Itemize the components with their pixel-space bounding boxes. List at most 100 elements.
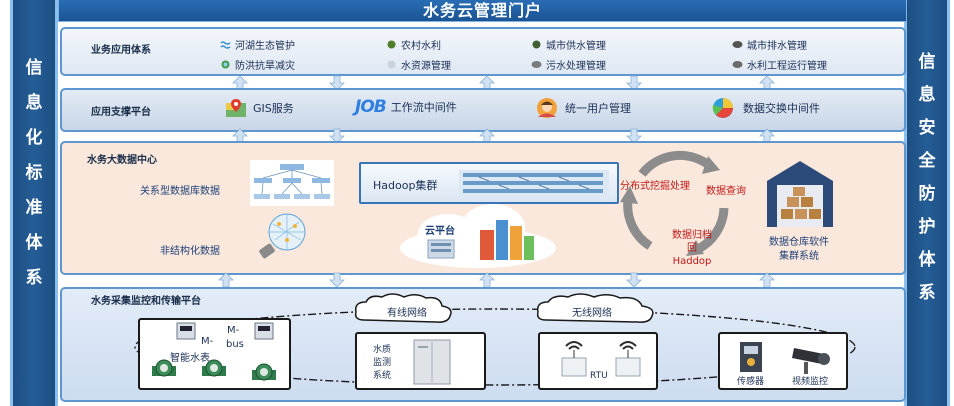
down-arrow-icon — [329, 75, 345, 91]
meter-gateway-icon — [176, 322, 196, 340]
business-item-label: 河湖生态管护 — [235, 41, 295, 52]
job-logo: JOB — [355, 97, 387, 117]
support-item-label: GIS服务 — [253, 102, 294, 115]
business-item[interactable]: 城市排水管理 — [732, 37, 807, 52]
up-arrow-icon — [479, 272, 495, 288]
smart-meter-label: 智能水表 — [170, 353, 210, 364]
river-icon — [220, 40, 231, 49]
pie-chart-icon — [712, 98, 733, 118]
right-char: 系 — [918, 283, 936, 303]
server-rack-icon — [459, 170, 609, 198]
business-item[interactable]: 河湖生态管护 — [220, 37, 295, 52]
warehouse-icon — [767, 161, 833, 227]
rtu-device-icon — [561, 341, 587, 377]
right-char: 护 — [918, 217, 936, 237]
business-item[interactable]: 防洪抗旱减灾 — [220, 57, 295, 72]
right-char: 体 — [918, 250, 936, 270]
left-char: 化 — [25, 128, 43, 148]
data-archive-label: 数据归档 回 Haddop — [670, 229, 714, 268]
map-pin-icon — [226, 99, 246, 117]
business-item[interactable]: 污水处理管理 — [531, 57, 606, 72]
mbus-label-a: M- — [201, 336, 214, 347]
warehouse-label: 数据仓库软件 集群系统 — [757, 236, 841, 264]
hadoop-cluster-box[interactable]: Hadoop集群 — [359, 162, 619, 204]
left-char: 系 — [25, 268, 43, 288]
cycle-arrows-graphic — [620, 150, 729, 256]
support-item-label: 工作流中间件 — [390, 101, 457, 114]
business-item-label: 水资源管理 — [401, 61, 451, 72]
down-arrow-icon — [626, 75, 642, 91]
mbus-label-c: bus — [226, 339, 244, 350]
business-item-label: 污水处理管理 — [546, 61, 606, 72]
cloud-platform-label: 云平台 — [425, 226, 455, 237]
down-arrow-icon — [626, 128, 642, 144]
business-item[interactable]: 水资源管理 — [386, 57, 451, 72]
user-avatar-icon — [537, 98, 557, 118]
business-item-label: 城市供水管理 — [546, 41, 606, 52]
down-arrow-icon — [329, 128, 345, 144]
support-item-user[interactable]: 统一用户管理 — [534, 97, 631, 119]
left-char: 信 — [25, 58, 43, 78]
down-arrow-icon — [329, 272, 345, 288]
water-meter-icon — [252, 363, 276, 381]
portal-title: 水务云管理门户 — [422, 1, 542, 20]
unstructured-data-label: 非结构化数据 — [160, 246, 220, 257]
wired-network-label: 有线网络 — [387, 308, 427, 319]
water-resource-icon — [386, 60, 397, 69]
sensor-label: 传感器 — [737, 377, 765, 387]
wireless-network-cloud — [536, 293, 654, 323]
right-char: 信 — [918, 52, 936, 72]
left-char: 息 — [25, 93, 43, 113]
left-char: 标 — [25, 163, 43, 183]
city-water-icon — [531, 40, 542, 49]
farm-icon — [386, 40, 397, 49]
business-item[interactable]: 农村水利 — [386, 37, 441, 52]
business-item-label: 防洪抗旱减灾 — [235, 61, 295, 72]
camera-icon — [792, 348, 830, 374]
water-quality-line: 监测 — [373, 358, 392, 368]
water-quality-line: 系统 — [373, 371, 392, 381]
business-item-label: 城市排水管理 — [747, 41, 807, 52]
portal-title-bar[interactable]: 水务云管理门户 — [58, 0, 907, 22]
rtu-label: RTU — [590, 371, 608, 381]
right-char: 安 — [918, 118, 936, 138]
business-layer-panel — [60, 27, 906, 76]
business-item[interactable]: 水利工程运行管理 — [732, 57, 827, 72]
support-item-workflow[interactable]: JOB 工作流中间件 — [355, 97, 457, 117]
engineering-icon — [732, 60, 743, 69]
business-item[interactable]: 城市供水管理 — [531, 37, 606, 52]
business-item-label: 水利工程运行管理 — [747, 61, 827, 72]
sensor-icon — [740, 342, 762, 372]
sensor-video-box[interactable] — [718, 332, 848, 390]
video-label: 视频监控 — [792, 377, 829, 387]
meter-gateway-icon — [254, 322, 274, 340]
right-char: 息 — [918, 85, 936, 105]
info-security-pillar: 信息安全防护体系 — [904, 0, 950, 406]
business-item-label: 农村水利 — [401, 41, 441, 52]
drainage-icon — [732, 40, 743, 49]
up-arrow-icon — [759, 272, 775, 288]
water-quality-line: 水质 — [373, 345, 392, 355]
datacenter-layer-title: 水务大数据中心 — [87, 155, 157, 166]
info-security-pillar-text: 信息安全防护体系 — [907, 52, 947, 303]
support-item-label: 统一用户管理 — [565, 102, 631, 115]
flood-icon — [220, 60, 231, 69]
wireless-network-label: 无线网络 — [572, 308, 612, 319]
support-layer-title: 应用支撑平台 — [91, 107, 151, 118]
relational-db-diagram — [250, 160, 334, 206]
info-standard-pillar: 信息化标准体系 — [10, 0, 58, 406]
warehouse-label-line: 集群系统 — [779, 251, 819, 262]
business-layer-title: 业务应用体系 — [91, 45, 151, 56]
water-quality-label: 水质 监测 系统 — [373, 344, 391, 383]
support-item-gis[interactable]: GIS服务 — [224, 97, 294, 119]
relational-db-label: 关系型数据库数据 — [140, 186, 220, 197]
data-archive-line: Haddop — [672, 256, 712, 267]
cloud-platform-graphic — [400, 204, 556, 268]
left-char: 体 — [25, 233, 43, 253]
mbus-label-b: M- — [227, 325, 240, 336]
support-item-exchange[interactable]: 数据交换中间件 — [710, 97, 820, 119]
sewage-icon — [531, 60, 542, 69]
right-char: 防 — [918, 184, 936, 204]
water-meter-icon — [202, 359, 226, 377]
